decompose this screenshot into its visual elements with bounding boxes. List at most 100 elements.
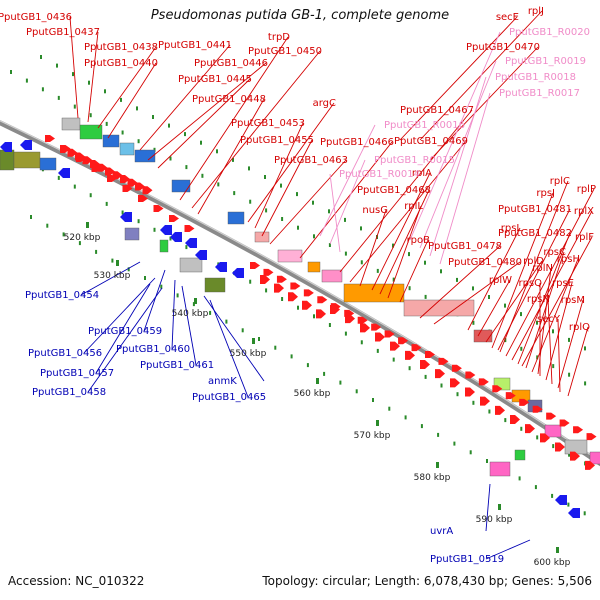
tick-mark bbox=[121, 210, 124, 215]
tick-mark bbox=[144, 276, 146, 280]
forward-gene-arrow bbox=[411, 344, 422, 352]
leader-line bbox=[179, 36, 289, 201]
forward-gene-label: PputGB1_0436 bbox=[0, 12, 72, 23]
kbp-tick bbox=[498, 504, 501, 510]
forward-gene-arrow bbox=[290, 282, 301, 290]
tick-mark bbox=[486, 459, 488, 463]
kbp-tick bbox=[316, 378, 319, 384]
tick-mark bbox=[568, 372, 571, 377]
tick-mark bbox=[136, 106, 138, 111]
accession-text: Accession: NC_010322 bbox=[8, 574, 145, 588]
forward-gene-arrow bbox=[510, 415, 520, 424]
forward-gene-label: PputGB1_0481 bbox=[498, 204, 572, 215]
forward-gene-arrow bbox=[169, 215, 179, 222]
forward-gene-label: secE bbox=[496, 12, 519, 23]
tick-mark bbox=[217, 182, 220, 187]
tick-mark bbox=[392, 357, 395, 362]
leader-line bbox=[95, 283, 151, 374]
leader-line bbox=[197, 98, 265, 215]
leader-line bbox=[319, 124, 376, 237]
tick-mark bbox=[536, 435, 539, 440]
tick-mark bbox=[344, 217, 346, 222]
kbp-label: 600 kbp bbox=[534, 558, 571, 568]
forward-gene-label: PputGB1_0468 bbox=[357, 185, 431, 196]
kbp-label: 550 kbp bbox=[230, 349, 267, 359]
leader-line bbox=[525, 251, 565, 369]
tick-mark bbox=[10, 70, 12, 74]
reverse-gene-arrow bbox=[185, 238, 197, 248]
forward-gene-label: rpoB bbox=[407, 235, 431, 246]
tick-mark bbox=[328, 209, 330, 214]
gene-box bbox=[277, 249, 303, 263]
tick-mark bbox=[392, 243, 394, 248]
forward-gene-arrow bbox=[288, 292, 298, 302]
tick-mark bbox=[137, 139, 140, 144]
forward-gene-arrow bbox=[519, 398, 530, 406]
forward-gene-arrow bbox=[505, 392, 516, 400]
forward-gene-arrow bbox=[384, 330, 395, 338]
tick-mark bbox=[472, 320, 475, 325]
forward-gene-arrow bbox=[532, 405, 543, 413]
tick-mark bbox=[504, 338, 507, 343]
tick-mark bbox=[584, 346, 586, 351]
tick-mark bbox=[127, 267, 130, 272]
forward-gene-arrow bbox=[371, 323, 382, 331]
forward-gene-label: PputGB1_0478 bbox=[428, 241, 502, 252]
leader-line bbox=[517, 232, 571, 365]
leader-line bbox=[269, 159, 347, 245]
forward-gene-arrow bbox=[375, 332, 385, 342]
leader-line bbox=[557, 318, 561, 393]
forward-gene-arrow bbox=[450, 378, 460, 388]
leader-line bbox=[409, 31, 501, 241]
forward-gene-arrow bbox=[425, 351, 435, 358]
tick-mark bbox=[105, 121, 108, 126]
gene-box bbox=[544, 424, 562, 438]
forward-gene-label: PputGB1_0467 bbox=[400, 105, 474, 116]
tick-mark bbox=[201, 173, 204, 178]
forward-gene-label: rplL bbox=[404, 201, 423, 212]
gene-box bbox=[102, 134, 120, 148]
forward-gene-arrow bbox=[478, 378, 489, 386]
leader-line bbox=[557, 299, 584, 389]
rna-gene-label: PputGB1_R0020 bbox=[509, 27, 590, 38]
forward-gene-label: secY bbox=[537, 314, 561, 325]
feature-layer bbox=[0, 117, 600, 477]
gene-box bbox=[227, 211, 245, 225]
kbp-label: 530 kbp bbox=[94, 271, 131, 281]
tick-mark bbox=[408, 286, 411, 291]
tick-mark bbox=[424, 374, 427, 379]
reverse-gene-label: PputGB1_0457 bbox=[40, 368, 114, 379]
reverse-gene-label: PputGB1_0461 bbox=[140, 360, 214, 371]
gene-box bbox=[307, 261, 321, 273]
forward-gene-label: PputGB1_0453 bbox=[231, 118, 305, 129]
gene-box bbox=[134, 149, 156, 163]
forward-gene-label: PputGB1_0437 bbox=[26, 27, 100, 38]
forward-gene-label: PputGB1_0440 bbox=[84, 58, 158, 69]
forward-gene-arrow bbox=[465, 387, 475, 397]
tick-mark bbox=[488, 295, 490, 299]
reverse-gene-label: uvrA bbox=[430, 526, 453, 537]
forward-gene-arrow bbox=[435, 369, 445, 379]
tick-mark bbox=[328, 323, 331, 327]
tick-mark bbox=[518, 476, 521, 481]
leader-line bbox=[191, 50, 321, 209]
tick-mark bbox=[168, 123, 170, 128]
kbp-label: 580 kbp bbox=[414, 473, 451, 483]
tick-mark bbox=[376, 348, 379, 353]
forward-gene-label: rplX bbox=[574, 206, 594, 217]
reverse-gene-label: PputGB1_0460 bbox=[116, 344, 190, 355]
tick-mark bbox=[137, 219, 140, 224]
tick-mark bbox=[57, 95, 60, 100]
forward-gene-arrow bbox=[451, 364, 462, 372]
tick-mark bbox=[89, 193, 92, 198]
tick-mark bbox=[274, 345, 277, 350]
leader-line bbox=[339, 109, 473, 273]
arrow-layer bbox=[0, 135, 597, 518]
tick-mark bbox=[57, 175, 60, 180]
leader-line bbox=[485, 539, 531, 560]
leader-line bbox=[387, 205, 422, 299]
leader-line bbox=[87, 31, 99, 123]
kbp-label: 540 kbp bbox=[172, 309, 209, 319]
map-title: Pseudomonas putida GB-1, complete genome bbox=[150, 8, 450, 23]
